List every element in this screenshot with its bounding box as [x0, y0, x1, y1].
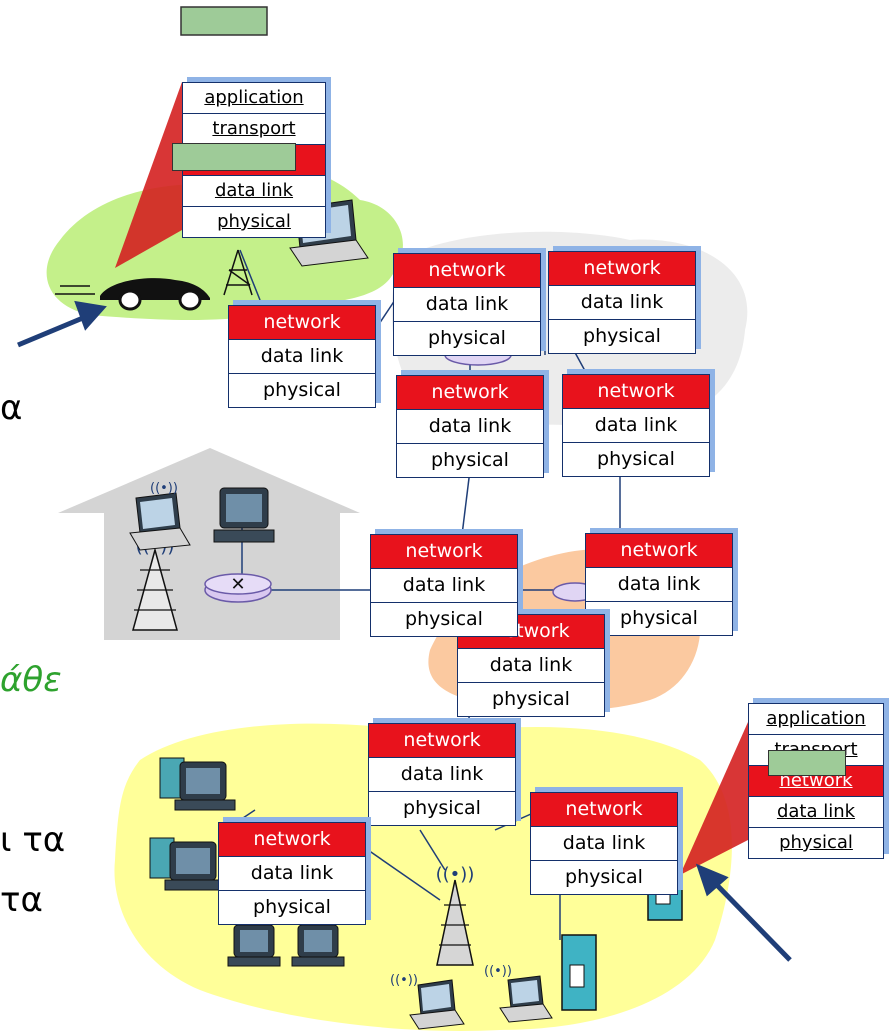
protocol-stack-server-host: application transport network data link …: [748, 703, 884, 859]
redaction-box-top: [180, 6, 268, 36]
layer-data-link: data link: [219, 856, 365, 890]
layer-data-link: data link: [183, 175, 325, 206]
protocol-stack-router-e: network data link physical: [562, 374, 710, 477]
cropped-text-line4: τα: [0, 880, 43, 920]
desktop-icon: [149, 837, 226, 891]
server-icon: [561, 934, 597, 1011]
layer-data-link: data link: [549, 285, 695, 319]
layer-physical: physical: [563, 442, 709, 476]
layer-physical: physical: [531, 860, 677, 894]
layer-network: network: [369, 724, 515, 757]
layer-physical: physical: [394, 321, 540, 355]
layer-data-link: data link: [458, 648, 604, 682]
svg-text:((•)): ((•)): [484, 964, 512, 979]
desktop-icon: [213, 487, 275, 543]
laptop-icon: ((•)): [390, 973, 465, 1030]
protocol-stack-router-f-overlap: physical: [370, 602, 518, 637]
laptop-icon: ((•)): [129, 481, 191, 551]
home-network-region: [58, 448, 360, 640]
layer-data-link: data link: [586, 567, 732, 601]
antenna-tower-icon: [223, 249, 253, 296]
protocol-stack-router-a: network data link physical: [393, 253, 541, 356]
redaction-box-server: [768, 750, 846, 776]
layer-physical: physical: [458, 682, 604, 716]
layer-physical: physical: [183, 206, 325, 237]
desktop-icon: [159, 757, 236, 811]
antenna-tower-icon: ((•)): [436, 864, 475, 966]
layer-data-link: data link: [563, 408, 709, 442]
layer-physical: physical: [405, 608, 483, 630]
layer-network: network: [229, 306, 375, 339]
layer-physical: physical: [219, 890, 365, 924]
layer-data-link: data link: [229, 339, 375, 373]
car-icon: [55, 278, 210, 311]
layer-data-link: data link: [369, 757, 515, 791]
layer-transport: transport: [183, 113, 325, 144]
layer-physical: physical: [749, 827, 883, 858]
svg-text:((•)): ((•)): [390, 973, 418, 988]
layer-physical: physical: [229, 373, 375, 407]
protocol-stack-router-g: network data link physical: [585, 533, 733, 636]
desktop-icon: [291, 924, 345, 967]
protocol-stack-router-b: network data link physical: [548, 251, 696, 354]
layer-data-link: data link: [394, 287, 540, 321]
cropped-text-line2: άθε: [0, 660, 62, 700]
svg-text:✕: ✕: [230, 574, 245, 595]
laptop-icon: ((•)): [484, 964, 553, 1023]
layer-data-link: data link: [749, 796, 883, 827]
callout-wedge-server: [680, 722, 748, 875]
layer-network: network: [394, 254, 540, 287]
layer-network: network: [397, 376, 543, 409]
svg-text:((•)): ((•)): [436, 864, 475, 885]
protocol-stack-router-i: network data link physical: [368, 723, 516, 826]
cropped-text-line3: ι τα: [0, 820, 66, 860]
callout-wedge-mobile: [115, 82, 182, 268]
layer-network: network: [371, 535, 517, 568]
desktop-icon: [227, 924, 281, 967]
cropped-text-line1: α: [0, 388, 23, 428]
protocol-stack-router-d: network data link physical: [396, 375, 544, 478]
layer-network: network: [219, 823, 365, 856]
layer-physical: physical: [586, 601, 732, 635]
layer-data-link: data link: [397, 409, 543, 443]
router-icon: ✕: [204, 573, 272, 603]
layer-data-link: data link: [371, 568, 517, 602]
layer-network: network: [586, 534, 732, 567]
protocol-stack-router-j: network data link physical: [218, 822, 366, 925]
layer-physical: physical: [397, 443, 543, 477]
protocol-stack-router-c: network data link physical: [228, 305, 376, 408]
redaction-box-mobile: [172, 143, 296, 171]
layer-network: network: [549, 252, 695, 285]
layer-network: network: [563, 375, 709, 408]
layer-physical: physical: [369, 791, 515, 825]
layer-data-link: data link: [531, 826, 677, 860]
layer-application: application: [204, 87, 304, 108]
protocol-stack-router-k: network data link physical: [530, 792, 678, 895]
svg-text:((•)): ((•)): [150, 481, 178, 496]
layer-application: application: [766, 708, 866, 729]
arrow-icon: [695, 863, 792, 962]
layer-network: network: [531, 793, 677, 826]
arrow-icon: [17, 300, 107, 348]
layer-physical: physical: [549, 319, 695, 353]
